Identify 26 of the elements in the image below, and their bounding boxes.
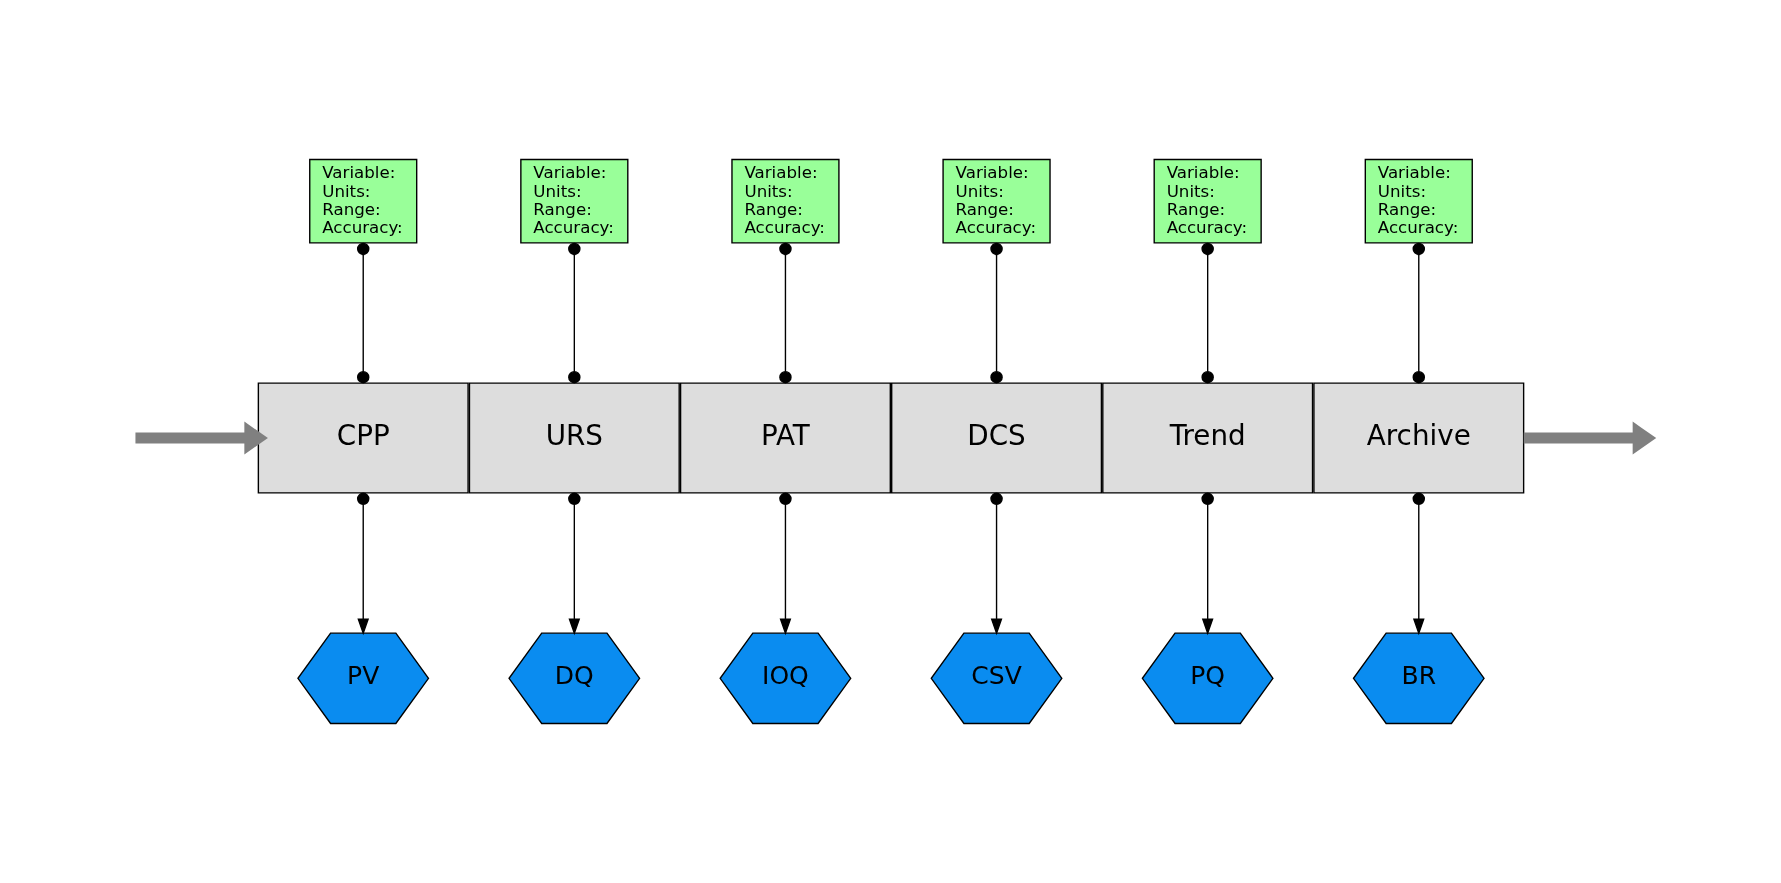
node-box: URS: [468, 382, 680, 494]
arrow: [1200, 492, 1214, 636]
node-box: Variable: Units: Range: Accuracy:: [1153, 158, 1262, 244]
arrow: [356, 492, 369, 636]
connector: [1412, 242, 1425, 384]
node-box: PAT: [679, 382, 891, 494]
connector: [1200, 242, 1214, 384]
arrow: [989, 492, 1003, 636]
connector: [989, 242, 1003, 384]
connector: [567, 242, 581, 384]
arrow: [778, 492, 792, 636]
node-box: Variable: Units: Range: Accuracy:: [941, 158, 1051, 244]
node-box: Variable: Units: Range: Accuracy:: [1364, 158, 1473, 244]
arrow: [134, 421, 268, 455]
node-box: DCS: [890, 382, 1102, 494]
arrow: [567, 492, 581, 636]
connector: [778, 242, 792, 384]
arrow: [1523, 421, 1656, 455]
node-box: Variable: Units: Range: Accuracy:: [519, 158, 628, 244]
arrow: [1412, 492, 1425, 636]
connector: [356, 242, 369, 384]
node-box: Variable: Units: Range: Accuracy:: [308, 158, 417, 244]
node-box: Trend: [1101, 382, 1313, 494]
node-box: Archive: [1312, 382, 1524, 494]
node-box: Variable: Units: Range: Accuracy:: [730, 158, 840, 244]
node-box: CPP: [257, 382, 469, 494]
